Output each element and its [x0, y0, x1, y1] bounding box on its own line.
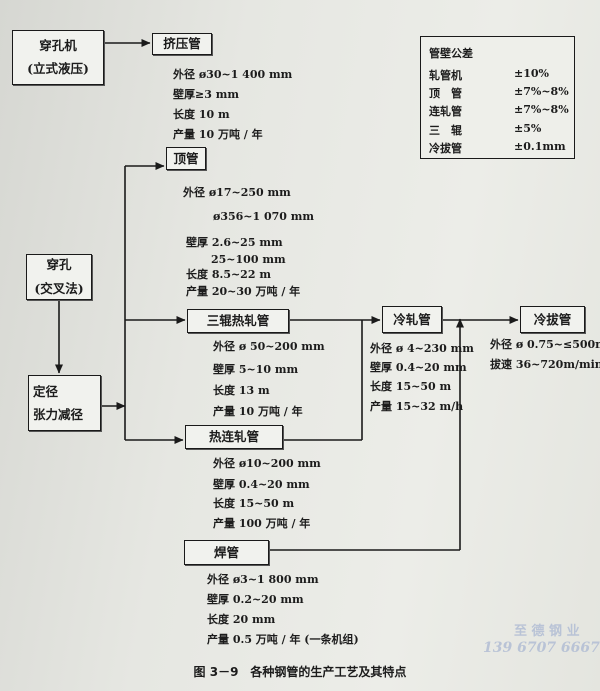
legend-title: 管壁公差	[429, 47, 473, 60]
node-welded: 焊管	[184, 540, 269, 565]
node-cold-drawn: 冷拔管	[520, 306, 585, 333]
node-welded-name: 焊管	[213, 544, 239, 560]
legend-row: 轧管机 ±10%	[429, 67, 549, 83]
node-continuous: 热连轧管	[185, 425, 283, 449]
legend-row-label: 连轧管	[429, 105, 462, 118]
node-three-roll: 三辊热轧管	[187, 309, 289, 333]
spec-jacking-od-2: ø356~1 070 mm	[213, 210, 315, 223]
node-three-roll-name: 三辊热轧管	[206, 313, 270, 329]
wall-tolerance-legend: 管壁公差 轧管机 ±10% 顶 管 ±7%~8% 连轧管 ±7%~8% 三 辊 …	[420, 36, 575, 159]
legend-row-value: ±7%~8%	[514, 103, 569, 116]
spec-continuous-od: 外径 ø10~200 mm	[213, 457, 321, 470]
figure-caption: 图 3－9 各种钢管的生产工艺及其特点	[193, 665, 407, 679]
spec-three-roll-wall: 壁厚 5~10 mm	[213, 363, 299, 376]
node-sizing: 定径 张力减径	[28, 375, 101, 431]
spec-cold-drawn-od: 外径 ø 0.75~≤500mm	[490, 338, 600, 351]
spec-jacking-od: 外径 ø17~250 mm	[183, 186, 291, 199]
node-piercer-name: 穿孔机	[39, 38, 77, 54]
spec-three-roll-length: 长度 13 m	[213, 384, 270, 397]
spec-welded-wall: 壁厚 0.2~20 mm	[207, 593, 304, 606]
legend-row-label: 三 辊	[429, 124, 462, 137]
legend-row-value: ±0.1mm	[514, 140, 566, 153]
node-extruded: 挤压管	[152, 33, 212, 55]
node-sizing-line2: 张力减径	[33, 406, 84, 422]
spec-cold-rolled-wall: 壁厚 0.4~20 mm	[370, 361, 467, 374]
legend-row: 三 辊 ±5%	[429, 122, 541, 138]
legend-row-label: 顶 管	[429, 87, 462, 100]
legend-row-label: 冷拔管	[429, 142, 462, 155]
watermark-phone: 139 6707 6667	[483, 640, 600, 656]
legend-row-label: 轧管机	[429, 69, 462, 82]
node-piercer-sub: (立式液压)	[27, 61, 89, 76]
spec-cold-rolled-od: 外径 ø 4~230 mm	[370, 342, 474, 355]
spec-cold-rolled-length: 长度 15~50 m	[370, 380, 452, 393]
node-jacking: 顶管	[166, 147, 206, 170]
spec-jacking-output: 产量 20~30 万吨 / 年	[186, 285, 301, 298]
spec-welded-od: 外径 ø3~1 800 mm	[207, 573, 319, 586]
legend-row: 冷拔管 ±0.1mm	[429, 140, 566, 156]
spec-welded-output: 产量 0.5 万吨 / 年 (一条机组)	[207, 633, 359, 646]
spec-extruded-length: 长度 10 m	[173, 108, 230, 121]
node-cross-piercing-name: 穿孔	[46, 257, 72, 273]
node-piercer: 穿孔机 (立式液压)	[12, 30, 104, 85]
spec-extruded-od: 外径 ø30~1 400 mm	[173, 68, 293, 81]
node-cross-piercing-sub: (交叉法)	[34, 281, 84, 296]
legend-row-value: ±10%	[514, 67, 549, 80]
node-continuous-name: 热连轧管	[208, 429, 259, 445]
spec-cold-drawn-speed: 拔速 36~720m/min	[490, 358, 600, 371]
legend-row: 顶 管 ±7%~8%	[429, 85, 569, 101]
node-jacking-name: 顶管	[173, 150, 199, 166]
spec-three-roll-od: 外径 ø 50~200 mm	[213, 340, 325, 353]
spec-jacking-length: 长度 8.5~22 m	[186, 268, 271, 281]
spec-extruded-output: 产量 10 万吨 / 年	[173, 128, 263, 141]
spec-continuous-wall: 壁厚 0.4~20 mm	[213, 478, 310, 491]
node-extruded-name: 挤压管	[163, 36, 201, 52]
node-sizing-line1: 定径	[33, 383, 59, 399]
node-cold-drawn-name: 冷拔管	[533, 311, 572, 327]
legend-row-value: ±5%	[514, 122, 542, 135]
spec-extruded-wall: 壁厚≥3 mm	[173, 88, 239, 101]
watermark-company: 至 德 钢 业	[514, 624, 580, 639]
legend-row-value: ±7%~8%	[514, 85, 569, 98]
spec-three-roll-output: 产量 10 万吨 / 年	[213, 405, 303, 418]
legend-row: 连轧管 ±7%~8%	[429, 103, 569, 119]
node-cold-rolled-name: 冷轧管	[393, 311, 431, 327]
spec-jacking-wall-2: 25~100 mm	[211, 253, 286, 266]
spec-jacking-wall: 壁厚 2.6~25 mm	[186, 236, 283, 249]
spec-continuous-output: 产量 100 万吨 / 年	[213, 517, 311, 530]
spec-continuous-length: 长度 15~50 m	[213, 497, 295, 510]
spec-welded-length: 长度 20 mm	[207, 613, 276, 626]
node-cold-rolled: 冷轧管	[382, 306, 442, 333]
node-cross-piercing: 穿孔 (交叉法)	[26, 254, 92, 300]
spec-cold-rolled-output: 产量 15~32 m/h	[370, 400, 464, 413]
